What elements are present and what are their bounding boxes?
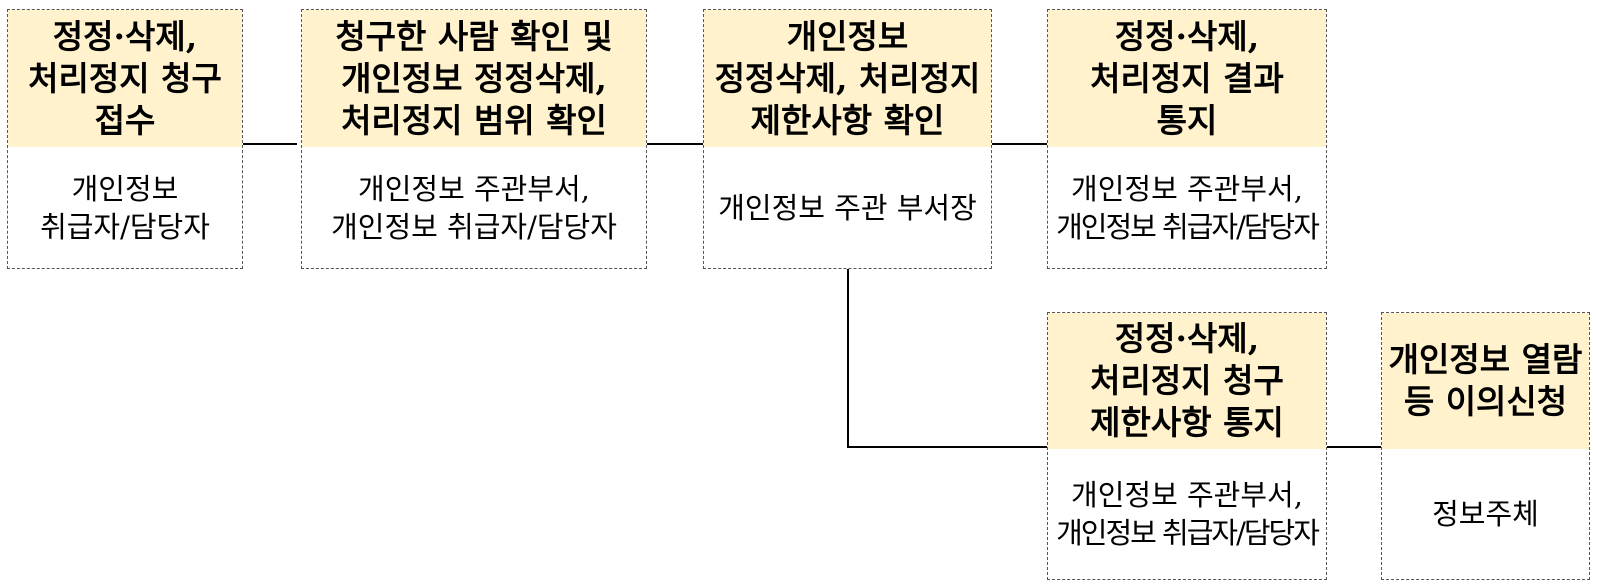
step-limits-owner: 개인정보 주관부서, 개인정보 취급자/담당자 bbox=[1048, 449, 1326, 579]
connector-verify-to-check bbox=[645, 143, 706, 145]
connector-receive-to-verify bbox=[241, 143, 297, 145]
owner-line: 개인정보 주관부서, bbox=[358, 171, 590, 206]
step-result-title: 정정·삭제, 처리정지 결과 통지 bbox=[1048, 10, 1326, 147]
owner-line: 개인정보 취급자/담당자 bbox=[1056, 209, 1320, 244]
owner-line: 정보주체 bbox=[1432, 497, 1539, 531]
connector-check-to-limits bbox=[847, 446, 1049, 448]
step-objection-title: 개인정보 열람 등 이의신청 bbox=[1382, 313, 1589, 449]
step-verify-title: 청구한 사람 확인 및 개인정보 정정삭제, 처리정지 범위 확인 bbox=[302, 10, 646, 147]
step-objection-owner: 정보주체 bbox=[1382, 449, 1589, 579]
step-notify-result: 정정·삭제, 처리정지 결과 통지 개인정보 주관부서, 개인정보 취급자/담당… bbox=[1047, 9, 1327, 269]
title-line: 제한사항 확인 bbox=[750, 100, 945, 140]
step-receive-request: 정정·삭제, 처리정지 청구 접수 개인정보 취급자/담당자 bbox=[7, 9, 243, 269]
owner-line: 개인정보 취급자/담당자 bbox=[1056, 516, 1320, 550]
connector-limits-to-objection bbox=[1325, 446, 1385, 448]
step-notify-limits: 정정·삭제, 처리정지 청구 제한사항 통지 개인정보 주관부서, 개인정보 취… bbox=[1047, 312, 1327, 580]
title-line: 정정삭제, 처리정지 bbox=[714, 58, 981, 98]
step-check-limits: 개인정보 정정삭제, 처리정지 제한사항 확인 개인정보 주관 부서장 bbox=[703, 9, 992, 269]
step-verify-requester: 청구한 사람 확인 및 개인정보 정정삭제, 처리정지 범위 확인 개인정보 주… bbox=[301, 9, 647, 269]
title-line: 처리정지 결과 bbox=[1090, 58, 1284, 98]
step-limits-title: 정정·삭제, 처리정지 청구 제한사항 통지 bbox=[1048, 313, 1326, 449]
step-check-owner: 개인정보 주관 부서장 bbox=[704, 147, 991, 268]
title-line: 정정·삭제, bbox=[1114, 16, 1260, 56]
owner-line: 개인정보 bbox=[71, 171, 179, 206]
title-line: 개인정보 열람 bbox=[1388, 340, 1583, 379]
title-line: 처리정지 청구 bbox=[1090, 361, 1284, 400]
title-line: 통지 bbox=[1156, 100, 1218, 140]
title-line: 접수 bbox=[94, 100, 156, 140]
owner-line: 개인정보 취급자/담당자 bbox=[331, 209, 617, 244]
owner-line: 취급자/담당자 bbox=[40, 209, 210, 244]
connector-check-down bbox=[847, 268, 849, 448]
owner-line: 개인정보 주관부서, bbox=[1071, 171, 1303, 206]
title-line: 개인정보 정정삭제, bbox=[341, 58, 607, 98]
connector-check-to-result bbox=[990, 143, 1049, 145]
step-objection: 개인정보 열람 등 이의신청 정보주체 bbox=[1381, 312, 1590, 580]
step-check-title: 개인정보 정정삭제, 처리정지 제한사항 확인 bbox=[704, 10, 991, 147]
owner-line: 개인정보 주관부서, bbox=[1071, 478, 1303, 512]
step-receive-title: 정정·삭제, 처리정지 청구 접수 bbox=[8, 10, 242, 147]
title-line: 청구한 사람 확인 및 bbox=[335, 16, 613, 56]
title-line: 처리정지 범위 확인 bbox=[341, 100, 607, 140]
title-line: 제한사항 통지 bbox=[1090, 403, 1284, 442]
step-verify-owner: 개인정보 주관부서, 개인정보 취급자/담당자 bbox=[302, 147, 646, 268]
title-line: 정정·삭제, bbox=[1114, 319, 1260, 358]
title-line: 정정·삭제, bbox=[52, 16, 198, 56]
step-result-owner: 개인정보 주관부서, 개인정보 취급자/담당자 bbox=[1048, 147, 1326, 268]
owner-line: 개인정보 주관 부서장 bbox=[718, 190, 977, 225]
title-line: 개인정보 bbox=[786, 16, 909, 56]
title-line: 등 이의신청 bbox=[1403, 382, 1568, 421]
step-receive-owner: 개인정보 취급자/담당자 bbox=[8, 147, 242, 268]
title-line: 처리정지 청구 bbox=[28, 58, 222, 98]
